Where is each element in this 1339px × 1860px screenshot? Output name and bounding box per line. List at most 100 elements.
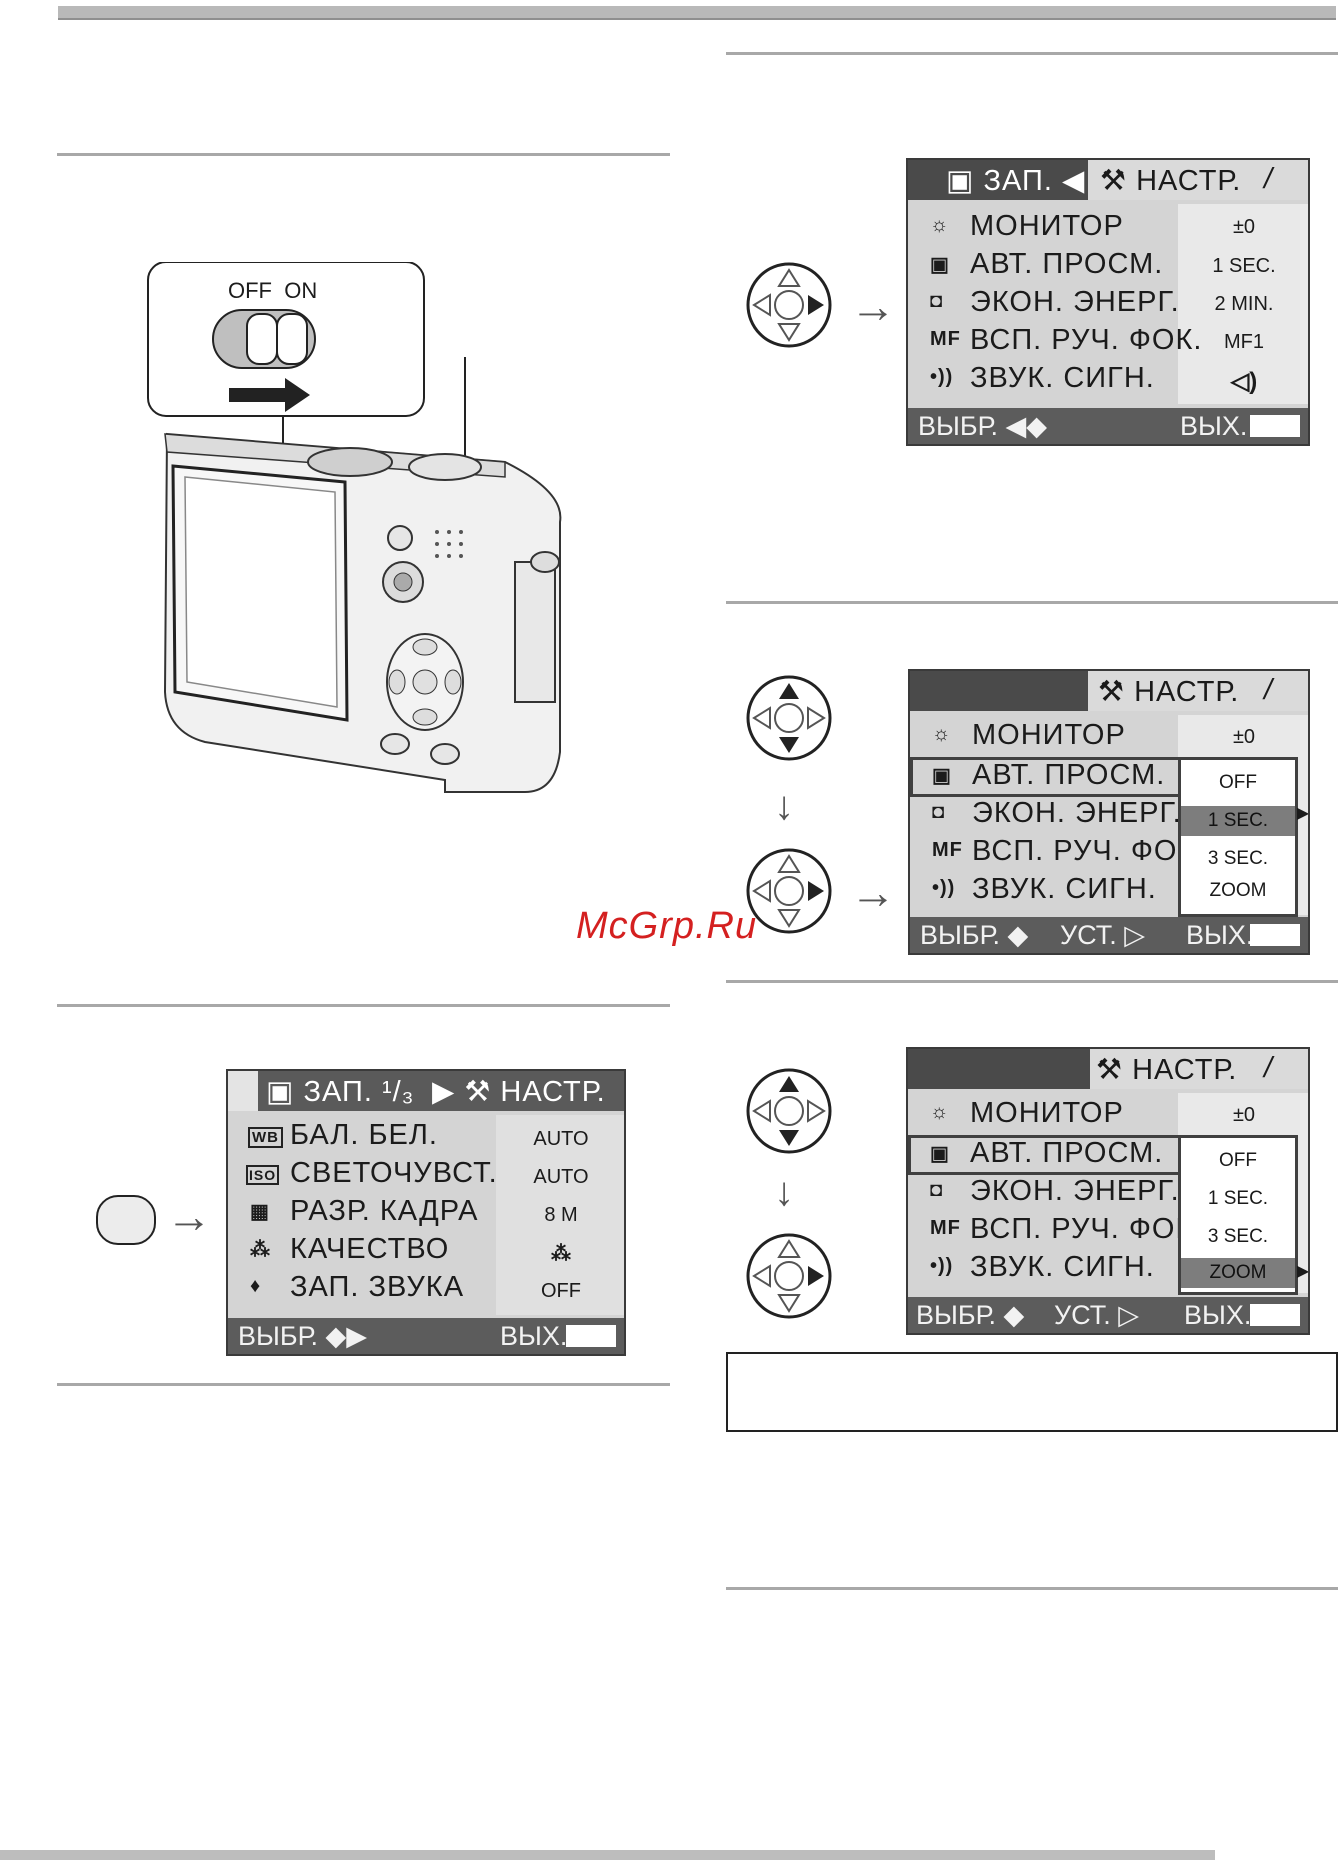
option-off[interactable]: OFF — [1219, 772, 1257, 793]
power-save-icon: ◘ — [930, 290, 944, 312]
footer-exit: ВЫХ. — [1184, 1300, 1252, 1330]
tab-setup[interactable]: ⚒ НАСТР. — [1096, 1054, 1238, 1086]
footer-set: УСТ. ▷ — [1054, 1300, 1140, 1330]
review-icon: ▣ — [930, 1143, 950, 1165]
page-indicator: / — [1264, 163, 1274, 195]
microphone-icon: ♦ — [250, 1275, 262, 1297]
exit-button-box — [566, 1325, 616, 1347]
menu-row-auto-review[interactable]: ▣АВТ. ПРОСМ. — [932, 759, 1166, 791]
tab-rec[interactable]: ▣ ЗАП. ¹/₃ — [266, 1076, 415, 1108]
submenu-arrow-icon: ▶ — [1296, 1263, 1310, 1280]
menu-row-quality[interactable]: ⁂КАЧЕСТВО — [250, 1233, 450, 1265]
menu-header-setup-tab — [444, 1071, 624, 1111]
review-icon: ▣ — [932, 765, 952, 787]
value-column — [496, 1115, 624, 1315]
rule-right-1 — [726, 52, 1338, 55]
menu-row-monitor[interactable]: ☼МОНИТОР — [932, 719, 1126, 751]
iso-icon: ISO — [246, 1165, 280, 1185]
value-picture-size: 8 M — [544, 1204, 578, 1226]
menu-row-power-save[interactable]: ◘ЭКОН. ЭНЕРГ. — [930, 286, 1180, 318]
page-indicator: / — [1264, 1052, 1274, 1084]
setup-menu-screen-2: ⚒ НАСТР. / ☼МОНИТОР ▣АВТ. ПРОСМ. ◘ЭКОН. … — [908, 669, 1310, 955]
menu-row-beep[interactable]: •))ЗВУК. СИГН. — [930, 362, 1155, 394]
menu-footer: ВЫБР. ◆▶ ВЫХ. — [228, 1318, 624, 1354]
option-off[interactable]: OFF — [1219, 1150, 1257, 1171]
option-3-sec[interactable]: 3 SEC. — [1207, 848, 1269, 869]
menu-row-power-save[interactable]: ◘ЭКОН. ЭНЕРГ. — [932, 797, 1182, 829]
menu-row-picture-size[interactable]: ▦РАЗР. КАДРА — [250, 1195, 479, 1227]
exit-button-box — [1250, 415, 1300, 437]
note-box — [726, 1352, 1338, 1432]
menu-row-auto-review[interactable]: ▣АВТ. ПРОСМ. — [930, 248, 1164, 280]
tab-rec[interactable]: ▣ ЗАП. ◀ — [946, 165, 1086, 197]
power-save-icon: ◘ — [932, 801, 946, 823]
rule-right-4 — [726, 1587, 1338, 1590]
rule-left-3 — [57, 1383, 670, 1386]
value-beep: ◁) — [1230, 368, 1258, 395]
watermark: McGrp.Ru — [576, 905, 758, 947]
camera-illustration — [145, 261, 575, 802]
tab-setup[interactable]: ⚒ НАСТР. — [1098, 676, 1240, 708]
footer-select: ВЫБР. ◆▶ — [238, 1321, 368, 1351]
auto-review-options-popup: OFF 1 SEC. 3 SEC. ZOOM — [1178, 1135, 1298, 1295]
menu-row-beep[interactable]: •))ЗВУК. СИГН. — [930, 1251, 1155, 1283]
value-quality: ⁂ — [551, 1243, 571, 1265]
footer-exit: ВЫХ. — [500, 1321, 568, 1351]
rule-right-3 — [726, 980, 1338, 983]
menu-row-power-save[interactable]: ◘ЭКОН. ЭНЕРГ. — [930, 1175, 1180, 1207]
mf-assist-icon: MF — [930, 328, 961, 350]
menu-row-monitor[interactable]: ☼МОНИТОР — [930, 210, 1124, 242]
value-auto-review: 1 SEC. — [1212, 255, 1276, 277]
menu-row-audio-rec[interactable]: ♦ЗАП. ЗВУКА — [250, 1271, 465, 1303]
submenu-arrow-icon: ▶ — [1296, 805, 1310, 822]
footer-exit: ВЫХ. — [1180, 411, 1248, 441]
quality-icon: ⁂ — [250, 1239, 271, 1261]
value-white-balance: AUTO — [533, 1128, 589, 1150]
top-bar — [58, 6, 1336, 20]
option-1-sec[interactable]: 1 SEC. — [1207, 1188, 1269, 1209]
value-power-save: 2 MIN. — [1214, 293, 1274, 315]
rule-left-1 — [57, 153, 670, 156]
picture-size-icon: ▦ — [250, 1201, 270, 1223]
power-switch-label: OFF ON — [228, 278, 318, 303]
option-zoom[interactable]: ZOOM — [1209, 880, 1267, 901]
tab-setup[interactable]: ▶ ⚒ НАСТР. — [432, 1076, 606, 1108]
menu-row-monitor[interactable]: ☼МОНИТОР — [930, 1097, 1124, 1129]
mf-assist-icon: MF — [932, 839, 963, 861]
arrow-right-icon: → — [850, 280, 896, 332]
cursor-dial-right-icon — [746, 1233, 832, 1319]
menu-footer: ВЫБР. ◆ УСТ. ▷ ВЫХ. — [908, 1297, 1308, 1333]
page-indicator: / — [1264, 674, 1274, 706]
beep-icon: •)) — [930, 366, 954, 388]
auto-review-options-popup: OFF 1 SEC. 3 SEC. ZOOM — [1178, 757, 1298, 917]
value-monitor: ±0 — [1232, 216, 1256, 238]
arrow-right-icon: → — [166, 1190, 212, 1242]
option-1-sec[interactable]: 1 SEC. — [1181, 806, 1295, 836]
option-zoom[interactable]: ZOOM — [1181, 1258, 1295, 1288]
menu-row-auto-review[interactable]: ▣АВТ. ПРОСМ. — [930, 1137, 1164, 1169]
value-mf-assist: MF1 — [1224, 331, 1264, 353]
menu-footer: ВЫБР. ◀◆ ВЫХ. — [908, 408, 1308, 444]
value-monitor: ±0 — [1232, 726, 1256, 748]
rule-right-2 — [726, 601, 1338, 604]
review-icon: ▣ — [930, 254, 950, 276]
wb-icon: WB — [248, 1127, 283, 1148]
menu-row-beep[interactable]: •))ЗВУК. СИГН. — [932, 873, 1157, 905]
exit-button-box — [1250, 1304, 1300, 1326]
arrow-down-icon: ↓ — [774, 1170, 794, 1214]
rule-left-2 — [57, 1004, 670, 1007]
value-iso: AUTO — [533, 1166, 589, 1188]
tab-setup[interactable]: ⚒ НАСТР. — [1100, 165, 1242, 197]
footer-select: ВЫБР. ◀◆ — [918, 411, 1048, 441]
footer-select: ВЫБР. ◆ — [916, 1300, 1025, 1330]
brightness-icon: ☼ — [932, 723, 952, 745]
cursor-dial-right-icon — [746, 848, 832, 934]
cursor-dial-updown-icon — [746, 675, 832, 761]
option-3-sec[interactable]: 3 SEC. — [1207, 1226, 1269, 1247]
